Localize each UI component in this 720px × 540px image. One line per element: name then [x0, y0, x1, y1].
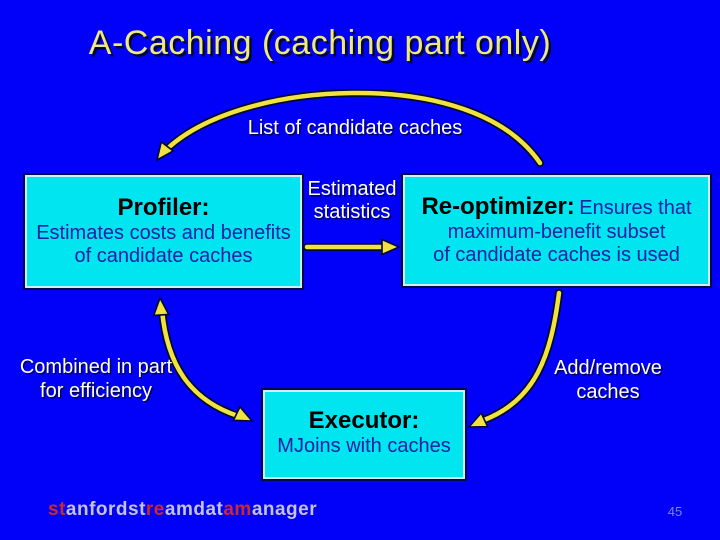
label-estimated-statistics-line2: statistics [313, 201, 391, 223]
profiler-heading: Profiler: [117, 194, 210, 221]
reoptimizer-body-line2: of candidate caches is used [433, 244, 680, 266]
reoptimizer-heading: Re-optimizer: [421, 193, 575, 220]
logo-segment: am [223, 499, 252, 520]
arrow-estimated-statistics [303, 238, 401, 256]
label-estimated-statistics: Estimated statistics [298, 178, 406, 224]
logo-segment: amdat [164, 499, 224, 520]
logo-segment: re [145, 499, 165, 520]
profiler-body-line1: Estimates costs and benefits [36, 222, 291, 244]
slide-title: A-Caching (caching part only) [88, 24, 552, 62]
label-combined-in-part: Combined in part for efficiency [8, 355, 184, 403]
reoptimizer-subheading: Ensures that [579, 197, 692, 219]
label-combined-line1: Combined in part [19, 356, 173, 378]
logo-segment: st [48, 499, 66, 520]
profiler-body-line2: of candidate caches [74, 245, 253, 267]
reoptimizer-heading-line: Re-optimizer: Ensures that [405, 193, 708, 221]
logo-segment: anfordst [65, 499, 146, 520]
label-add-remove-caches: Add/remove caches [540, 356, 676, 404]
page-number: 45 [667, 504, 683, 519]
arrow-profiler-executor-double [152, 296, 254, 422]
reoptimizer-body-line1: maximum-benefit subset [447, 221, 666, 243]
stream-project-logo: stanfordstreamdatamanager [48, 499, 317, 521]
reoptimizer-box: Re-optimizer: Ensures that maximum-benef… [403, 175, 710, 286]
arrow-list-of-candidate-caches [155, 88, 544, 167]
label-addremove-line2: caches [576, 381, 640, 403]
executor-body: MJoins with caches [277, 435, 451, 457]
executor-box: Executor: MJoins with caches [263, 390, 465, 479]
profiler-box: Profiler: Estimates costs and benefits o… [25, 175, 302, 288]
executor-heading: Executor: [308, 407, 420, 434]
label-list-of-candidate-caches: List of candidate caches [247, 117, 463, 139]
arrow-reoptimizer-executor [467, 289, 563, 428]
logo-segment: anager [251, 499, 318, 520]
label-estimated-statistics-line1: Estimated [307, 178, 397, 200]
label-addremove-line1: Add/remove [554, 357, 662, 379]
label-combined-line2: for efficiency [40, 380, 152, 402]
